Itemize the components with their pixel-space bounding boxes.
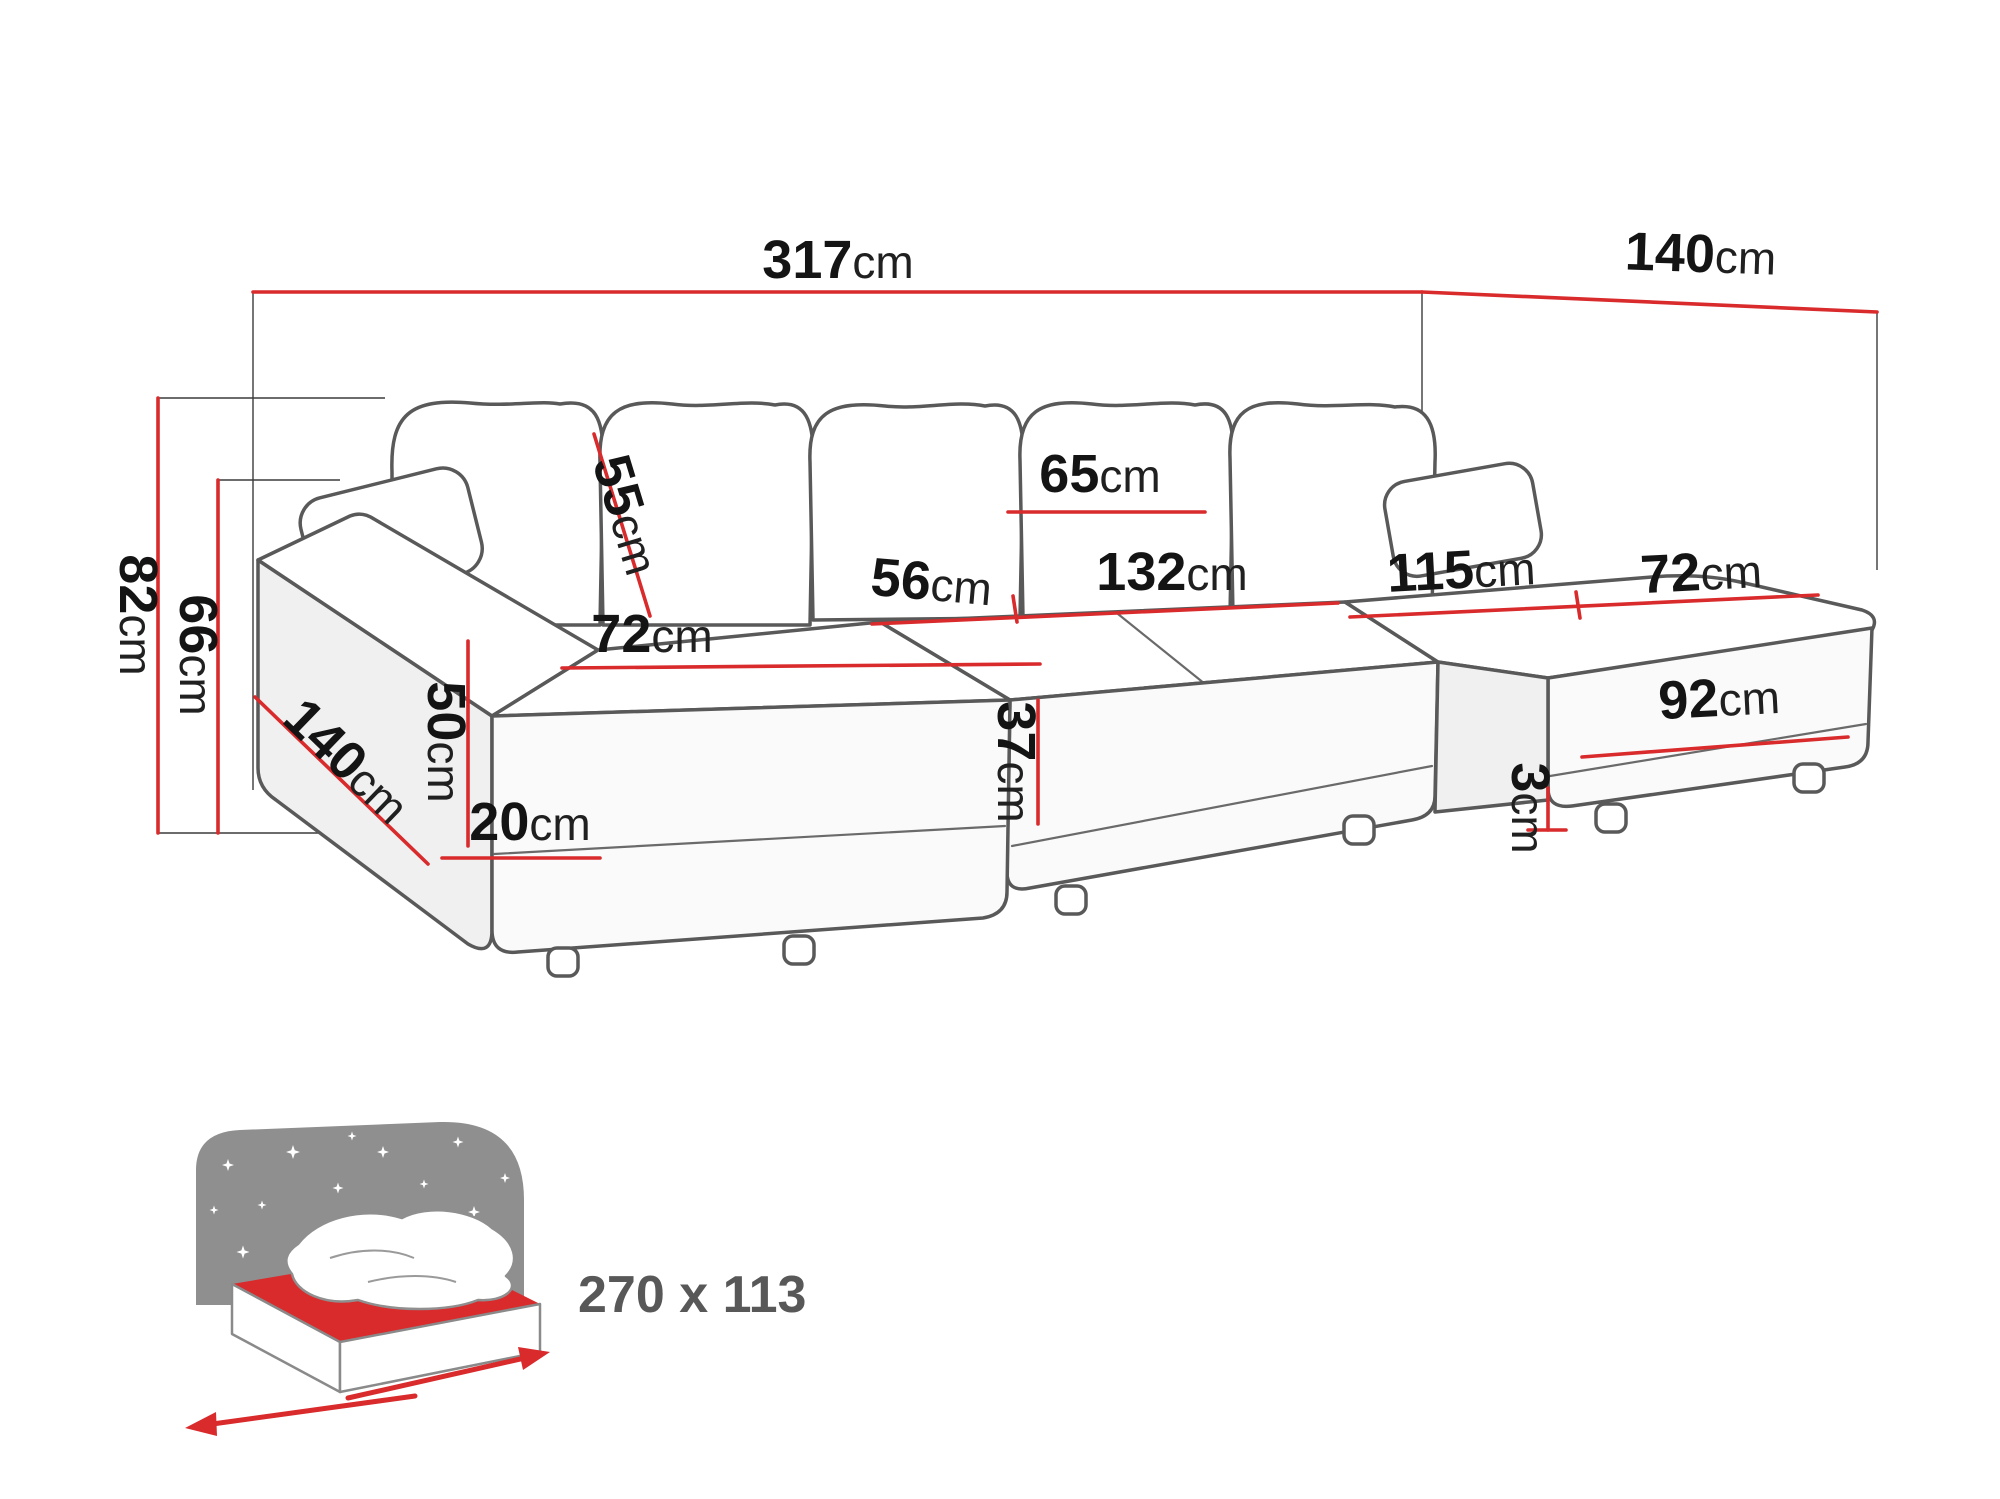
duvet-crease xyxy=(367,1275,457,1283)
unfold-arrows xyxy=(185,1347,550,1436)
star-icon xyxy=(419,1179,429,1189)
dim-label-total-width: 317cm xyxy=(762,230,913,290)
duvet-crease xyxy=(329,1249,415,1259)
left-chaise-front-face xyxy=(490,698,1012,955)
dim-label-right-seat-width: 115cm xyxy=(1385,536,1536,604)
dimension-labels: 317cm 140cm 82cm 66cm 55cm 65cm 56cm 132… xyxy=(108,221,1781,853)
middle-section xyxy=(878,600,1440,891)
dim-label-back-cushion-width: 65cm xyxy=(1039,444,1160,504)
dimension-lines xyxy=(156,290,1879,866)
star-icon xyxy=(222,1159,234,1171)
star-icon xyxy=(377,1146,389,1158)
star-icon xyxy=(286,1145,300,1159)
dim-line-right-chaise-depth xyxy=(1420,290,1879,314)
left-armrest xyxy=(256,512,600,951)
duvet xyxy=(285,1209,516,1311)
dim-label-backrest-height: 66cm xyxy=(168,594,228,715)
dim-label-seat-depth: 56cm xyxy=(868,547,994,617)
dim-label-right-chaise-depth: 140cm xyxy=(1624,221,1777,286)
sofa-leg xyxy=(1792,762,1826,794)
sleeper-function-icon: 270 x 113 xyxy=(185,1121,806,1436)
dim-tick-right-seat xyxy=(1574,590,1582,620)
star-icon xyxy=(209,1205,219,1215)
sofa-leg xyxy=(1054,884,1088,916)
star-icon xyxy=(347,1131,357,1141)
accent-pillow-right xyxy=(1382,461,1544,579)
middle-seat-split xyxy=(1116,612,1212,690)
right-chaise xyxy=(1343,574,1877,814)
dim-label-seat-height: 37cm xyxy=(986,701,1046,822)
right-chaise-front-seam xyxy=(1548,722,1868,778)
dim-line-left-chaise-seat-width xyxy=(560,662,1042,670)
dim-label-left-chaise-seat-width: 72cm xyxy=(591,604,712,664)
dim-line-back-cushion-height xyxy=(592,432,652,618)
star-icon xyxy=(236,1245,250,1259)
left-chaise xyxy=(490,620,1012,955)
sofa-leg xyxy=(1342,814,1376,846)
middle-front-face xyxy=(1005,660,1440,891)
dim-label-right-chaise-seat-width: 72cm xyxy=(1639,539,1763,605)
dim-label-right-chaise-front: 92cm xyxy=(1657,665,1781,731)
sofa-leg xyxy=(546,946,580,978)
back-cushions xyxy=(390,400,1437,627)
sofa-illustration xyxy=(256,400,1877,978)
star-icon xyxy=(500,1173,510,1183)
dim-label-overall-height: 82cm xyxy=(108,554,168,675)
star-icon xyxy=(257,1200,267,1210)
dim-line-right-seat xyxy=(1348,593,1820,619)
dim-line-right-chaise-front xyxy=(1580,735,1850,759)
sofa-leg xyxy=(1594,802,1628,834)
star-icon xyxy=(468,1206,480,1218)
dim-line-seat-width xyxy=(870,601,1340,626)
extension-lines xyxy=(158,292,1878,834)
sleeping-area-size: 270 x 113 xyxy=(578,1266,806,1324)
dim-label-leg-height: 3cm xyxy=(1500,762,1560,853)
sofa-legs xyxy=(546,762,1826,978)
unfold-arrow-right xyxy=(345,1352,541,1401)
dim-label-armrest-height: 50cm xyxy=(416,681,476,802)
dim-label-seat-width: 132cm xyxy=(1096,542,1247,602)
back-cushion xyxy=(598,400,815,627)
left-chaise-front-seam xyxy=(492,824,1007,856)
back-cushion xyxy=(1228,401,1437,617)
unfold-arrow-left-head xyxy=(185,1412,217,1436)
left-armrest-top xyxy=(256,512,600,718)
sofa-leg xyxy=(782,934,816,966)
dim-label-armrest-width: 20cm xyxy=(469,792,590,852)
unfold-arrow-right-head xyxy=(518,1347,550,1370)
middle-front-seam xyxy=(1010,764,1434,848)
star-icon xyxy=(452,1136,464,1148)
dim-line-left-chaise-depth xyxy=(253,695,430,866)
dim-tick-seat xyxy=(1011,594,1019,624)
unfold-arrow-left xyxy=(195,1393,418,1429)
star-icon xyxy=(332,1182,344,1194)
back-cushion xyxy=(808,402,1025,622)
